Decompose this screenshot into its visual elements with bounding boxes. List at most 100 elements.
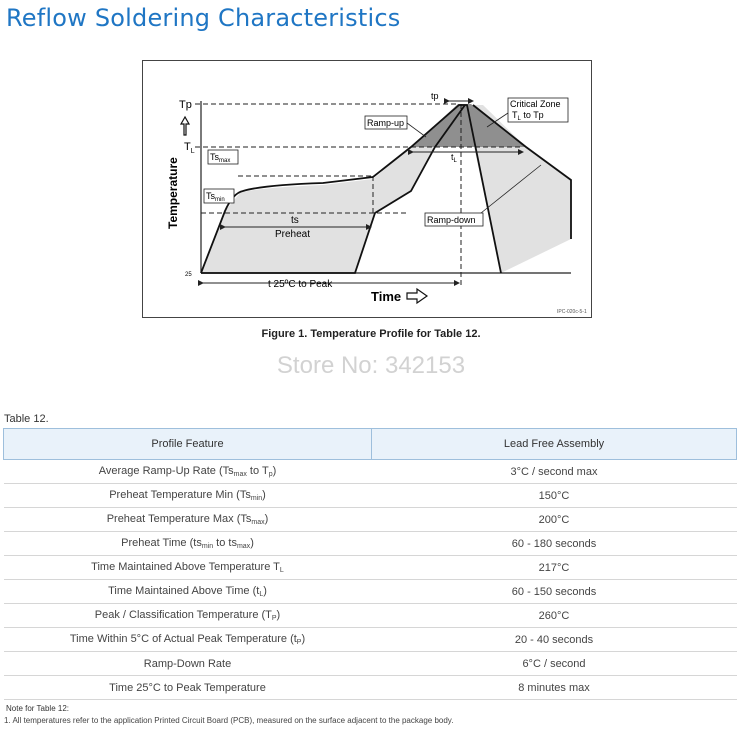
critical-zone-region — [411, 104, 526, 147]
profile-curve-2 — [201, 104, 572, 274]
feature-text: Time Within 5°C of Actual Peak Temperatu… — [69, 633, 297, 645]
note-title: Note for Table 12: — [6, 704, 70, 713]
lead-free-value-cell: 200°C — [371, 507, 737, 532]
table-row: Time 25°C to Peak Temperature 8 minutes m… — [3, 675, 737, 700]
critical-zone-box — [507, 97, 569, 123]
table-row: Peak / Classification Temperature (TP)26… — [3, 603, 737, 628]
feature-text: to ts — [213, 537, 237, 549]
profile-feature-cell: Time Maintained Above Temperature TL — [3, 555, 372, 580]
page-title: Reflow Soldering Characteristics — [6, 4, 401, 32]
profile-feature-cell: Ramp-Down Rate — [3, 651, 372, 676]
ramp-down-pointer — [480, 164, 542, 214]
critical-zone-pointer — [486, 112, 509, 128]
table-row: Time Within 5°C of Actual Peak Temperatu… — [3, 627, 737, 652]
table-row: Average Ramp-Up Rate (Tsmax to Tp)3°C / … — [3, 459, 737, 484]
feature-text: ) — [264, 513, 269, 525]
feature-text: Ramp-Down Rate — [143, 657, 232, 670]
profile-feature-cell: Peak / Classification Temperature (TP) — [3, 603, 372, 628]
y-25-label: 25 — [185, 272, 192, 278]
critical-zone-title: Critical Zone — [510, 99, 561, 109]
y-axis-arrow-icon — [179, 115, 191, 136]
reflow-profile-diagram: Tp TL 25 Temperature Time Tsmax Tsmin ts… — [166, 91, 587, 315]
feature-text: ) — [276, 609, 281, 621]
lead-free-value-cell: 20 - 40 seconds — [371, 627, 737, 652]
ramp-down-box — [424, 212, 484, 227]
feature-subscript: L — [259, 591, 264, 598]
x-axis-arrow-icon — [406, 287, 429, 305]
profile-feature-cell: Time Maintained Above Time (tL) — [3, 579, 372, 604]
feature-text: Average Ramp-Up Rate (Ts — [98, 465, 234, 477]
table-row: Ramp-Down Rate 6°C / second — [3, 651, 737, 676]
feature-subscript: P — [271, 615, 277, 622]
feature-text: Peak / Classification Temperature (T — [94, 609, 272, 621]
feature-text: Time Maintained Above Temperature T — [91, 561, 280, 573]
tl-time-label: tL — [451, 152, 458, 164]
critical-zone-range: TL to Tp — [512, 110, 544, 122]
profile-feature-cell: Preheat Time (tsmin to tsmax) — [3, 531, 372, 556]
feature-subscript: max — [236, 543, 251, 550]
feature-text: ) — [301, 633, 306, 645]
table-body: Average Ramp-Up Rate (Tsmax to Tp)3°C / … — [3, 459, 737, 700]
feature-text: Time 25°C to Peak Temperature — [109, 681, 266, 694]
feature-subscript: p — [268, 471, 273, 478]
lead-free-value-cell: 60 - 180 seconds — [371, 531, 737, 556]
feature-subscript: L — [279, 567, 284, 574]
table-row: Preheat Time (tsmin to tsmax)60 - 180 se… — [3, 531, 737, 556]
ramp-up-pointer — [406, 122, 427, 138]
figure-caption: Figure 1. Temperature Profile for Table … — [261, 328, 481, 340]
feature-subscript: max — [233, 471, 247, 478]
lead-free-value-cell: 217°C — [371, 555, 737, 580]
lead-free-value-cell: 8 minutes max — [371, 675, 737, 700]
table-row: Preheat Temperature Min (Tsmin) 150°C — [3, 483, 737, 508]
y-axis-title: Temperature — [166, 157, 180, 229]
tsmin-box — [203, 188, 235, 204]
feature-text: Preheat Temperature Max (Ts — [106, 513, 252, 525]
preheat-label: Preheat — [275, 229, 310, 240]
feature-text: to T — [246, 465, 269, 477]
feature-subscript: max — [251, 519, 265, 526]
feature-subscript: min — [201, 543, 214, 550]
feature-subscript: min — [250, 495, 263, 502]
note-item: 1. All temperatures refer to the applica… — [4, 716, 454, 725]
header-profile-feature: Profile Feature — [3, 428, 372, 460]
tsmax-box — [207, 149, 239, 165]
tp-time-label: tp — [431, 91, 439, 101]
profile-feature-cell: Preheat Temperature Max (Tsmax) — [3, 507, 372, 532]
lead-free-value-cell: 260°C — [371, 603, 737, 628]
feature-subscript: P — [296, 639, 302, 646]
reflow-profile-figure: Tp TL 25 Temperature Time Tsmax Tsmin ts… — [142, 60, 592, 318]
tp-level-label: Tp — [179, 99, 192, 111]
profile-feature-cell: Time 25°C to Peak Temperature — [3, 675, 372, 700]
tl-level-label: TL — [184, 141, 195, 155]
ramp-down-label: Ramp-down — [427, 215, 476, 225]
table-title: Table 12. — [4, 413, 49, 425]
figure-ref-code: IPC-020c-5-1 — [557, 309, 587, 315]
table-row: Preheat Temperature Max (Tsmax)200°C — [3, 507, 737, 532]
x-axis-title: Time — [371, 289, 401, 304]
feature-text: ) — [272, 465, 277, 477]
ts-label: ts — [291, 215, 299, 226]
feature-text: Preheat Temperature Min (Ts — [109, 489, 251, 501]
lead-free-value-cell: 150°C — [371, 483, 737, 508]
table-row: Time Maintained Above Time (tL)60 - 150 … — [3, 579, 737, 604]
feature-text: ) — [262, 489, 266, 501]
lead-free-value-cell: 6°C / second — [371, 651, 737, 676]
feature-text: Time Maintained Above Time (t — [108, 585, 260, 597]
feature-text: ) — [250, 537, 254, 549]
feature-text: ) — [263, 585, 267, 597]
tsmin-label: Tsmin — [206, 191, 225, 203]
reflow-spec-table: Profile Feature Lead Free Assembly Avera… — [3, 428, 737, 700]
lead-free-value-cell: 3°C / second max — [371, 459, 737, 484]
profile-area-preheat — [201, 147, 435, 273]
total-time-label: t 25ºC to Peak — [268, 279, 333, 290]
header-lead-free-assembly: Lead Free Assembly — [371, 428, 737, 460]
table-header-row: Profile Feature Lead Free Assembly — [3, 428, 737, 460]
tsmax-label: Tsmax — [210, 152, 230, 164]
profile-feature-cell: Average Ramp-Up Rate (Tsmax to Tp) — [3, 459, 372, 484]
feature-text: Preheat Time (ts — [121, 537, 202, 549]
lead-free-value-cell: 60 - 150 seconds — [371, 579, 737, 604]
profile-feature-cell: Time Within 5°C of Actual Peak Temperatu… — [3, 627, 372, 652]
ramp-up-box — [364, 115, 408, 130]
ramp-up-label: Ramp-up — [367, 118, 404, 128]
